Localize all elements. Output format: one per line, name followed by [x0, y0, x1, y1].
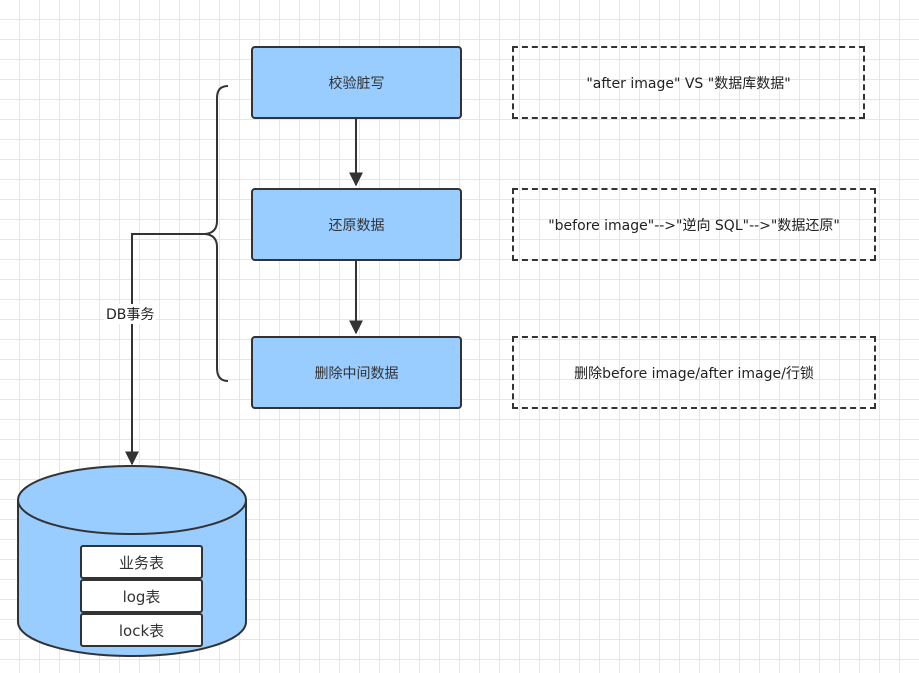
step-delete-intermediate-data: 删除中间数据 [251, 336, 462, 409]
note-check-dirty-write: "after image" VS "数据库数据" [512, 46, 865, 119]
step-restore-data: 还原数据 [251, 188, 462, 261]
step-label: 还原数据 [328, 217, 385, 234]
table-lock: lock表 [80, 613, 203, 647]
step-check-dirty-write: 校验脏写 [251, 46, 462, 119]
note-text: "after image" VS "数据库数据" [586, 75, 791, 92]
table-label: 业务表 [118, 553, 164, 572]
table-label: lock表 [118, 621, 165, 640]
note-restore-data: "before image"-->"逆向 SQL"-->"数据还原" [512, 188, 876, 261]
table-label: log表 [122, 587, 161, 606]
note-text: 删除before image/after image/行锁 [574, 365, 814, 382]
transaction-brace [204, 85, 229, 382]
transaction-label: DB事务 [104, 304, 157, 324]
step-label: 删除中间数据 [314, 365, 399, 382]
note-delete-intermediate-data: 删除before image/after image/行锁 [512, 336, 876, 409]
note-text: "before image"-->"逆向 SQL"-->"数据还原" [548, 217, 840, 234]
step-label: 校验脏写 [328, 75, 385, 92]
table-log: log表 [80, 579, 203, 613]
table-business: 业务表 [80, 545, 203, 579]
arrow-transaction-to-database [125, 233, 205, 466]
